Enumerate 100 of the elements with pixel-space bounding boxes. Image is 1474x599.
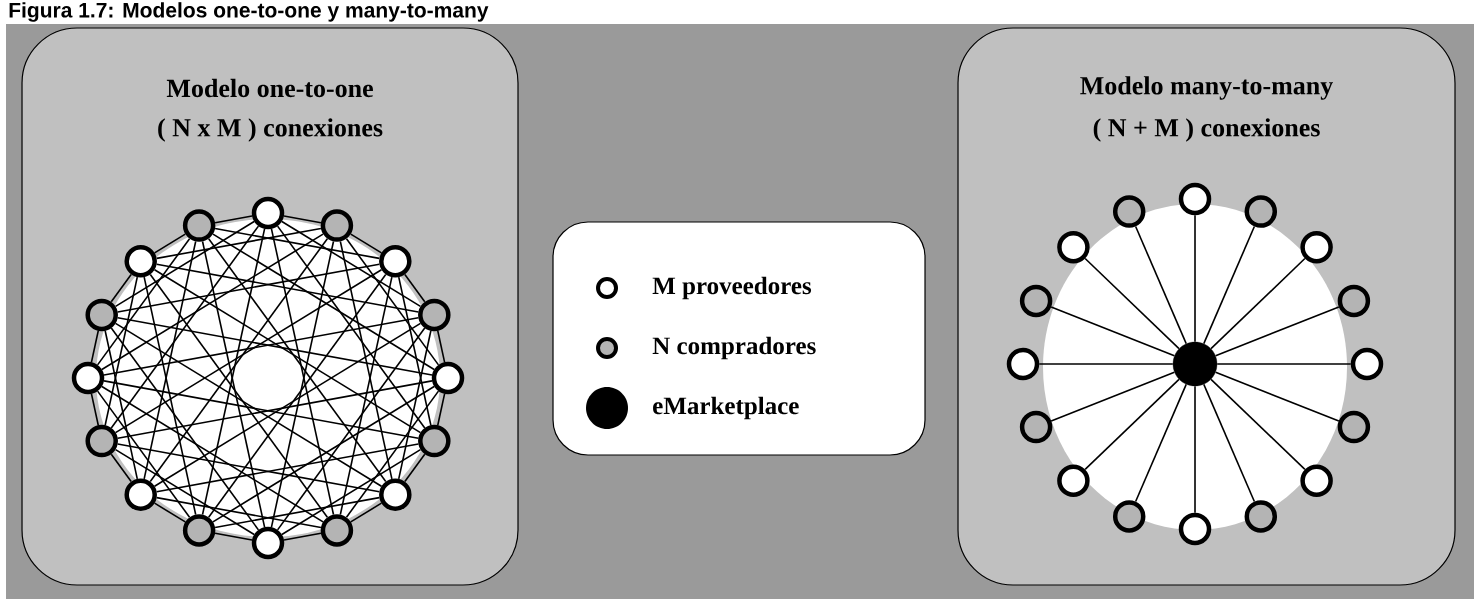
participant-circle — [1178, 512, 1212, 546]
connector-line — [110, 225, 260, 429]
connector-line — [214, 496, 381, 529]
connector-line — [345, 390, 440, 519]
panel-heading: ( N x M ) conexiones — [158, 118, 383, 142]
connector-line — [276, 327, 426, 531]
hub-dot — [1172, 341, 1218, 387]
connector-line — [153, 268, 422, 434]
participant-circle — [1057, 231, 1090, 264]
connector-line — [283, 532, 322, 541]
connector-line — [143, 276, 197, 516]
connector-line — [212, 233, 435, 371]
participant-circle — [379, 245, 412, 278]
connector-line — [114, 220, 255, 308]
connector-line — [397, 329, 432, 480]
connector-line — [90, 393, 100, 427]
connector-line — [101, 385, 324, 523]
legend-label: M proveedores — [652, 276, 812, 300]
participant-circle — [1244, 195, 1278, 228]
connector-line — [153, 322, 422, 487]
participant-circle — [1337, 410, 1371, 444]
connector-line — [1214, 371, 1340, 422]
participant-circle — [251, 526, 285, 560]
connector-line — [1084, 257, 1180, 350]
connector-line — [96, 390, 191, 519]
connector-line — [339, 240, 393, 480]
participant-circle — [85, 298, 118, 332]
legend-label: N compradores — [652, 336, 816, 360]
connector-line — [90, 329, 100, 363]
participant-circle — [182, 209, 216, 242]
connector-line — [143, 240, 197, 480]
participant-circle — [1337, 284, 1371, 318]
participant-circle — [1019, 410, 1053, 444]
participant-circle — [1178, 182, 1212, 216]
connector-line — [212, 385, 435, 523]
participant-circle — [1300, 464, 1333, 497]
connector-line — [207, 273, 387, 519]
connector-line — [96, 237, 191, 366]
connector-line — [214, 227, 381, 260]
participant-circle — [431, 361, 465, 395]
participant-circle — [320, 209, 354, 242]
connector-line — [436, 329, 446, 363]
connector-line — [1210, 378, 1306, 471]
connector-line — [207, 237, 387, 483]
participant-circle — [1112, 500, 1146, 533]
participant-circle — [1019, 284, 1053, 318]
connector-line — [1216, 363, 1352, 365]
connector-line — [1050, 371, 1176, 422]
connector-line — [404, 273, 426, 303]
connector-line — [1210, 257, 1306, 350]
connector-line — [281, 220, 422, 308]
connector-line — [155, 443, 420, 493]
connector-line — [281, 448, 422, 536]
panel-heading: Modelo one-to-one — [166, 78, 373, 98]
participant-circle — [1244, 500, 1278, 533]
connector-line — [345, 237, 440, 366]
connector-line — [349, 233, 383, 254]
connector-line — [149, 273, 329, 519]
connector-line — [110, 453, 132, 483]
legend-label: eMarketplace — [653, 396, 799, 420]
connector-line — [104, 276, 139, 427]
connector-line — [155, 227, 322, 260]
connector-line — [110, 327, 260, 531]
connector-line — [214, 532, 253, 541]
participant-circle — [1112, 195, 1146, 228]
connector-line — [283, 215, 322, 224]
participant-circle — [85, 424, 118, 458]
connector-line — [276, 225, 426, 429]
connector-line — [116, 263, 381, 313]
connector-line — [114, 268, 383, 434]
connector-line — [114, 322, 383, 487]
connector-line — [1203, 383, 1256, 503]
connector-line — [114, 448, 255, 536]
participant-circle — [418, 424, 451, 458]
connector-line — [104, 329, 139, 480]
participant-circle — [418, 298, 451, 332]
connector-line — [110, 273, 132, 303]
panel-heading: Modelo many-to-many — [1080, 76, 1333, 100]
connector-line — [1038, 363, 1174, 365]
panel-heading: ( N + M ) conexiones — [1093, 118, 1320, 142]
participant-circle — [320, 514, 354, 547]
connector-line — [404, 453, 426, 483]
participant-circle — [124, 478, 157, 511]
participant-circle — [379, 478, 412, 511]
connector-line — [339, 276, 393, 516]
participant-circle — [251, 196, 285, 230]
connector-line — [214, 215, 253, 224]
participant-circle — [1057, 464, 1090, 497]
connector-line — [101, 233, 324, 371]
connector-line — [1050, 306, 1176, 357]
connector-line — [153, 233, 187, 254]
participant-circle — [1006, 347, 1040, 381]
connector-line — [397, 276, 432, 427]
participant-circle — [124, 245, 157, 278]
connector-line — [1194, 214, 1196, 343]
connector-line — [1214, 306, 1340, 357]
participant-circle — [71, 361, 105, 395]
connector-line — [116, 443, 381, 493]
connector-line — [436, 393, 446, 427]
connector-line — [153, 502, 187, 523]
